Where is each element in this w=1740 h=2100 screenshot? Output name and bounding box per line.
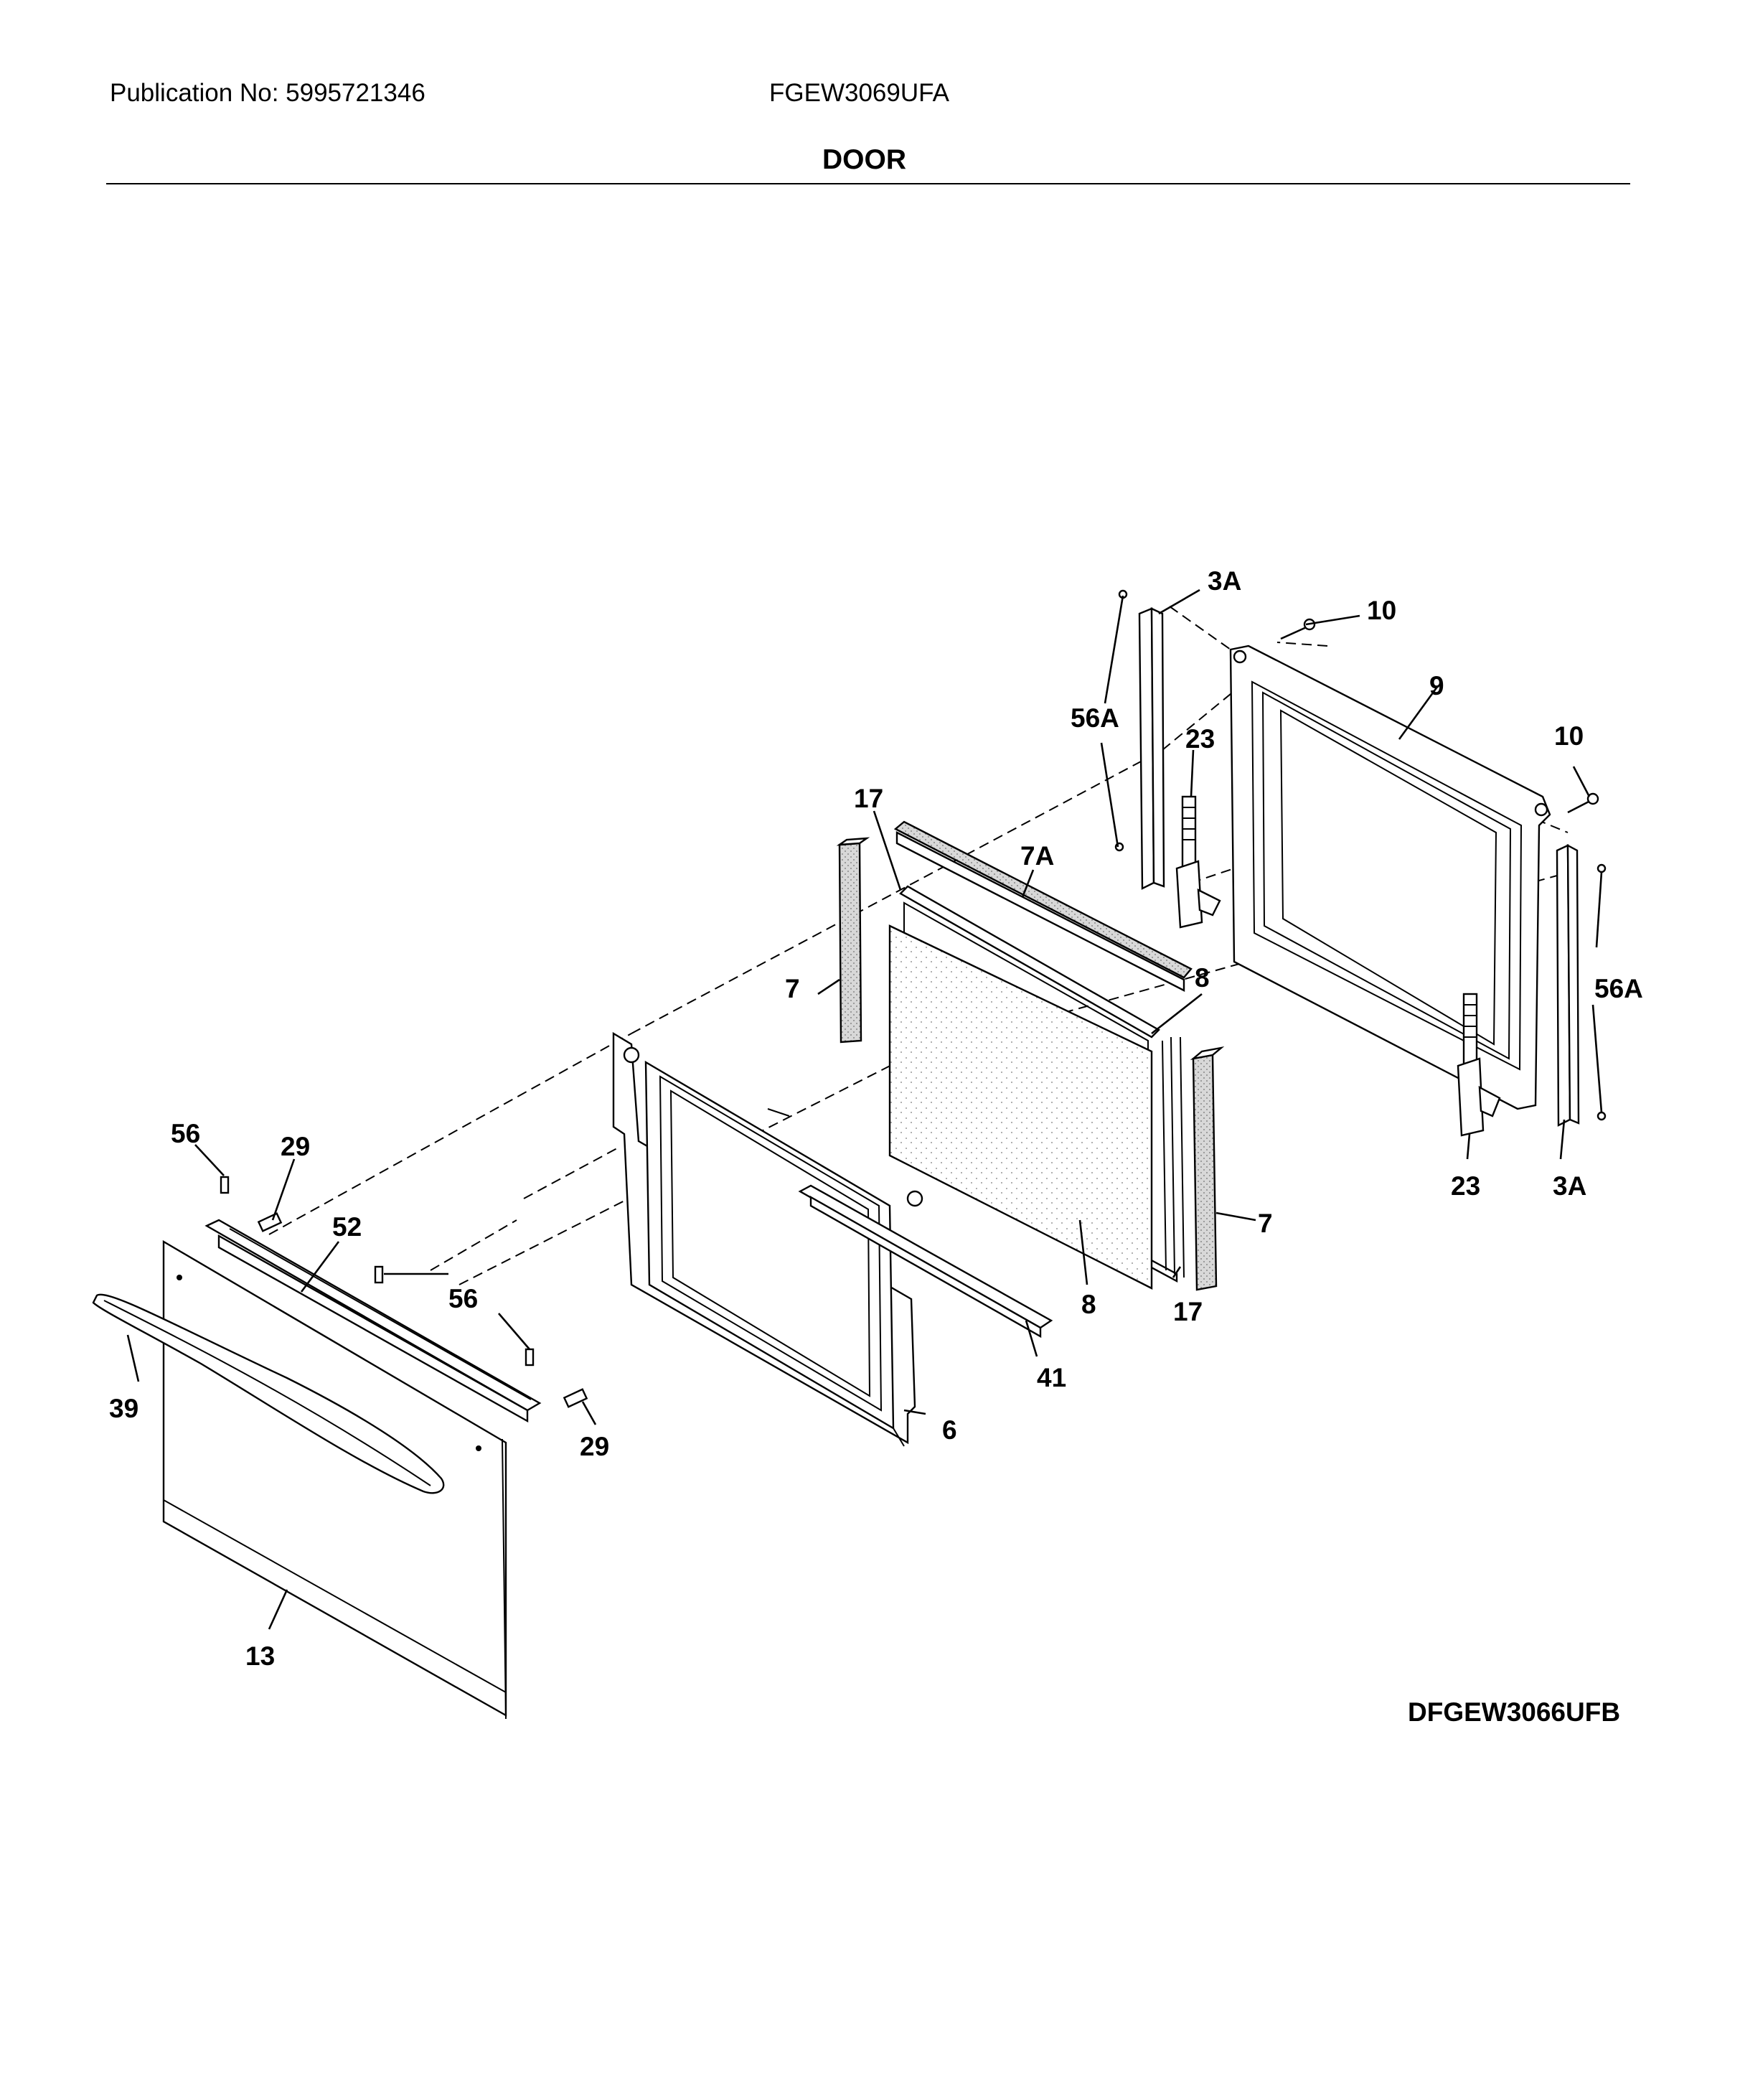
label-17-bottom: 17 [1173, 1297, 1203, 1326]
label-9: 9 [1429, 671, 1444, 700]
part-6-inner-door-frame[interactable] [612, 1031, 923, 1447]
label-23-bottom: 23 [1451, 1171, 1480, 1201]
label-10-right: 10 [1554, 721, 1584, 751]
label-56A-top: 56A [1071, 703, 1119, 733]
pin-29-set[interactable] [257, 1212, 588, 1408]
callout-labels: 3A 10 9 56A 23 10 17 7A 8 7 56A 56 29 23… [109, 566, 1643, 1671]
label-29-top: 29 [281, 1132, 310, 1161]
part-39-door-handle[interactable] [92, 1293, 445, 1494]
label-39: 39 [109, 1394, 138, 1423]
part-7-right-insulation[interactable] [1190, 1046, 1225, 1291]
part-8-glass-panel[interactable] [888, 924, 1153, 1290]
label-8-top: 8 [1195, 963, 1210, 993]
part-23-top-hinge[interactable] [1175, 795, 1221, 929]
label-3A-top: 3A [1208, 566, 1241, 596]
part-9-inner-liner[interactable] [1229, 644, 1551, 1110]
label-8-bottom: 8 [1081, 1290, 1096, 1319]
part-7-left-insulation[interactable] [836, 837, 870, 1044]
part-3A-top-hinge-channel[interactable] [1138, 607, 1165, 890]
label-41: 41 [1037, 1363, 1066, 1392]
label-6: 6 [942, 1415, 957, 1445]
part-3A-bottom-hinge-channel[interactable] [1556, 843, 1580, 1127]
label-17-top: 17 [854, 784, 883, 813]
part-52-top-trim[interactable] [204, 1219, 542, 1423]
label-56-mid: 56 [448, 1284, 478, 1313]
label-29-bottom: 29 [580, 1432, 609, 1461]
diagram-code: DFGEW3066UFB [1408, 1697, 1620, 1727]
label-3A-bottom: 3A [1553, 1171, 1586, 1201]
label-56-left: 56 [171, 1119, 200, 1148]
label-13: 13 [245, 1641, 275, 1671]
label-7-right: 7 [1258, 1209, 1273, 1238]
screw-10-set[interactable] [1280, 618, 1599, 814]
section-title: DOOR [822, 144, 906, 175]
label-10-top: 10 [1367, 596, 1396, 625]
leader-lines [126, 589, 1603, 1630]
part-23-bottom-hinge[interactable] [1457, 993, 1501, 1137]
publication-number: Publication No: 5995721346 [110, 79, 425, 107]
label-7A: 7A [1020, 841, 1054, 871]
label-23-top: 23 [1185, 724, 1215, 754]
header-divider [106, 183, 1630, 184]
model-number: FGEW3069UFA [769, 79, 949, 107]
part-41-bottom-channel[interactable] [798, 1184, 1053, 1339]
label-56A-right: 56A [1594, 974, 1643, 1003]
label-7-left: 7 [785, 974, 800, 1003]
part-7A-top-insulation[interactable] [893, 820, 1193, 992]
label-52: 52 [332, 1212, 362, 1242]
